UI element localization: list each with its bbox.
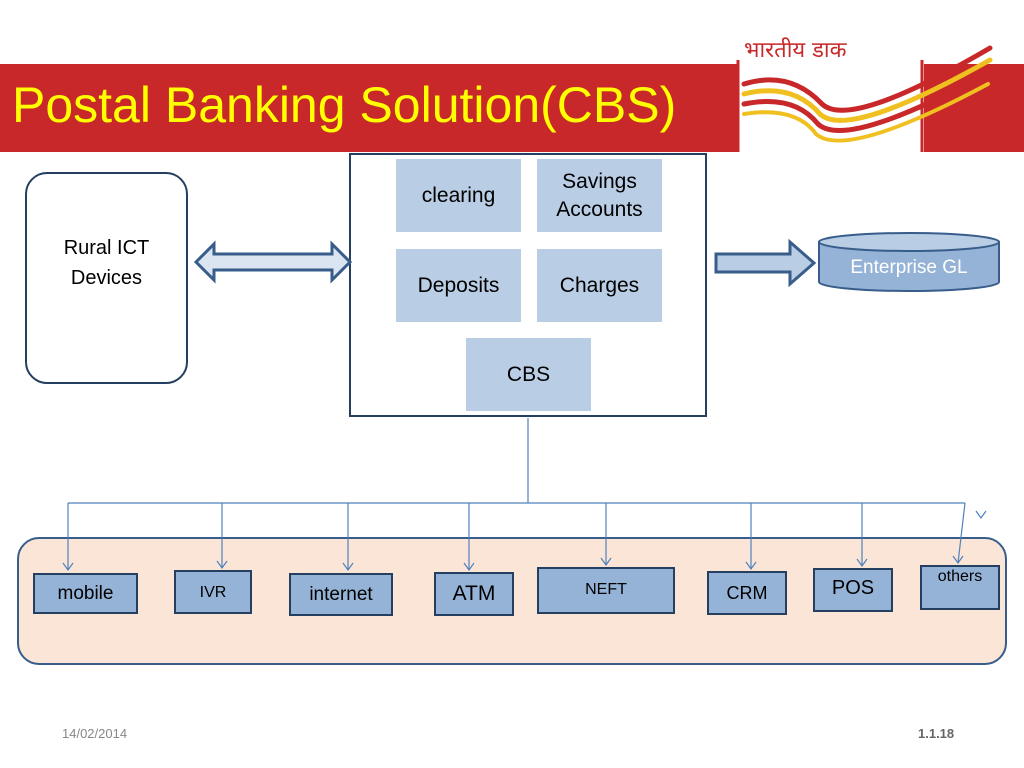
- channel-neft: NEFT: [537, 567, 675, 614]
- channel-ivr: IVR: [174, 570, 252, 614]
- channel-pos-label: POS: [831, 577, 875, 599]
- channel-atm-label: ATM: [452, 582, 496, 605]
- module-clearing: clearing: [396, 159, 521, 232]
- channel-internet-label: internet: [309, 583, 373, 605]
- right-arrow-icon: [714, 238, 817, 288]
- india-post-logo-text: भारतीय डाक: [744, 38, 847, 63]
- channel-neft-label: NEFT: [585, 581, 627, 598]
- channel-connectors: [67, 418, 966, 570]
- channel-pos: POS: [813, 568, 893, 612]
- channel-internet: internet: [289, 573, 393, 616]
- module-deposits: Deposits: [396, 249, 521, 322]
- rural-ict-devices-label: Rural ICT Devices: [63, 237, 150, 289]
- channel-mobile-label: mobile: [57, 582, 114, 604]
- module-charges-label: Charges: [559, 273, 640, 297]
- post-horn-swoosh-icon: [741, 45, 993, 143]
- double-arrow-icon: [193, 240, 353, 284]
- channel-mobile: mobile: [33, 573, 138, 614]
- channel-ivr-label: IVR: [199, 584, 227, 601]
- rural-ict-devices-box: Rural ICT Devices: [25, 172, 188, 384]
- slide-number: 1.1.18: [918, 726, 955, 741]
- connector-arrowheads: [62, 510, 987, 572]
- slide-date: 14/02/2014: [62, 726, 128, 741]
- channel-crm-label: CRM: [726, 582, 768, 603]
- enterprise-gl-label: Enterprise GL: [850, 257, 968, 278]
- module-charges: Charges: [537, 249, 662, 322]
- enterprise-gl-database-icon: [818, 232, 1000, 292]
- module-cbs: CBS: [466, 338, 591, 411]
- module-savings-accounts: Savings Accounts: [537, 159, 662, 232]
- channel-others: others: [920, 565, 1000, 610]
- slide-title: Postal Banking Solution(CBS): [12, 77, 677, 133]
- module-cbs-label: CBS: [506, 362, 551, 386]
- channel-atm: ATM: [434, 572, 514, 616]
- module-savings-label: Savings Accounts: [556, 169, 643, 221]
- channel-crm: CRM: [707, 571, 787, 615]
- module-clearing-label: clearing: [421, 183, 496, 207]
- channel-others-label: others: [937, 568, 983, 585]
- module-deposits-label: Deposits: [417, 273, 500, 297]
